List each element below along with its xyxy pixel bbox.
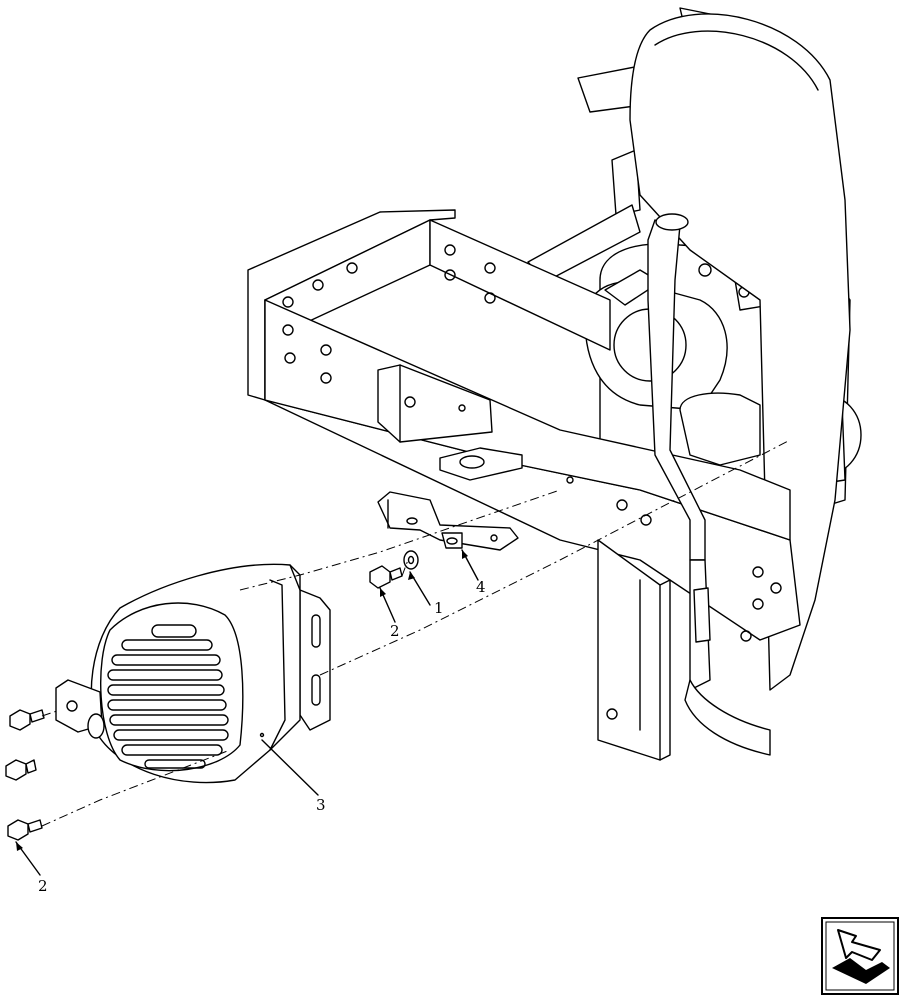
bolt-icon: [9, 709, 45, 731]
washer-icon: [403, 550, 419, 570]
assembly-center-lines: [41, 439, 791, 827]
exhaust-pipe: [647, 213, 771, 756]
callout-1: 1: [434, 599, 444, 617]
horn-assembly: [55, 563, 331, 784]
horn-grille: [107, 624, 229, 769]
bolt-icon: [369, 565, 403, 589]
radiator-shroud: [629, 13, 851, 691]
callout-2-center: 2: [390, 622, 400, 640]
chassis-frame: [247, 209, 801, 761]
callout-3: 3: [316, 796, 326, 814]
callout-2-left: 2: [38, 877, 48, 895]
horn-bracket: [377, 491, 519, 551]
bolt-icon: [5, 759, 37, 781]
bolt-icon: [7, 819, 43, 841]
next-page-arrow-icon[interactable]: [821, 917, 899, 995]
callout-leaders: [15, 549, 479, 876]
callout-4: 4: [476, 578, 486, 596]
